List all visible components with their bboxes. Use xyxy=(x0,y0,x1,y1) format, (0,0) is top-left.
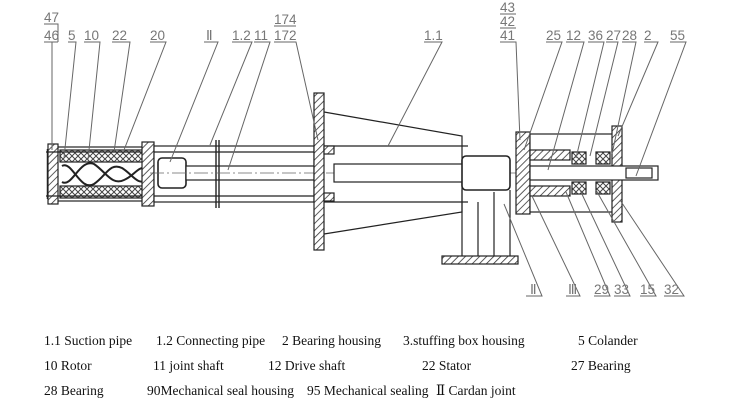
legend-item: 12 Drive shaft xyxy=(268,358,346,373)
callout-41: 41 xyxy=(500,28,515,43)
suction-pipe xyxy=(313,92,519,265)
cardan-joint-right xyxy=(461,155,511,191)
callout-1-1: 1.1 xyxy=(424,28,443,43)
callout-12: 12 xyxy=(566,28,581,43)
callout-172: 172 xyxy=(274,28,297,43)
callout-1-2: 1.2 xyxy=(232,28,251,43)
outlet-elbow xyxy=(461,190,511,258)
legend-item: 10 Rotor xyxy=(44,358,92,373)
legend-item: 1.2 Connecting pipe xyxy=(156,333,266,348)
callout-2: 2 xyxy=(644,28,652,43)
legend-item: Ⅱ Cardan joint xyxy=(436,383,516,398)
callout-27: 27 xyxy=(606,28,621,43)
callout-43: 43 xyxy=(500,0,515,15)
callout-33: 33 xyxy=(614,282,629,297)
callout-22: 22 xyxy=(112,28,127,43)
legend-item: 1.1 Suction pipe xyxy=(44,333,133,348)
bearing-27 xyxy=(571,151,587,165)
rotor-helix xyxy=(61,164,147,187)
legend-item: 11 joint shaft xyxy=(153,358,224,373)
callout-42: 42 xyxy=(500,14,515,29)
legend-item: 2 Bearing housing xyxy=(282,333,381,348)
legend-item: 90Mechanical seal housing xyxy=(147,383,294,398)
inlet-assembly xyxy=(46,141,155,207)
legend-item: 5 Colander xyxy=(578,333,638,348)
callout-28: 28 xyxy=(622,28,637,43)
callout-47: 47 xyxy=(44,10,59,25)
callout-ii-bottom: Ⅱ xyxy=(530,282,537,297)
callout-11: 11 xyxy=(254,28,268,43)
callout-5: 5 xyxy=(68,28,76,43)
callout-iii: Ⅲ xyxy=(568,282,577,297)
callout-25: 25 xyxy=(546,28,561,43)
callout-174: 174 xyxy=(274,12,297,27)
colander xyxy=(47,143,59,205)
mounting-flange xyxy=(313,92,325,251)
callout-10: 10 xyxy=(84,28,99,43)
legend-item: 27 Bearing xyxy=(571,358,631,373)
legend-item: 3.stuffing box housing xyxy=(403,333,525,348)
pump-sectional-drawing: 47 46 5 10 22 20 Ⅱ 1.2 11 174 172 1.1 43… xyxy=(44,0,687,297)
bearing-28 xyxy=(595,151,611,165)
callout-46: 46 xyxy=(44,28,59,43)
callout-55: 55 xyxy=(670,28,685,43)
callout-ii-top: Ⅱ xyxy=(206,28,213,43)
stuffing-box xyxy=(515,131,531,215)
legend-item: 22 Stator xyxy=(422,358,472,373)
callout-20: 20 xyxy=(150,28,165,43)
leader-lines xyxy=(44,13,687,297)
callout-labels: 47 46 5 10 22 20 Ⅱ 1.2 11 174 172 1.1 43… xyxy=(44,0,685,297)
callout-32: 32 xyxy=(664,282,679,297)
legend-item: 28 Bearing xyxy=(44,383,104,398)
callout-29: 29 xyxy=(594,282,609,297)
callout-36: 36 xyxy=(588,28,603,43)
callout-15: 15 xyxy=(640,282,655,297)
legend-item: 95 Mechanical sealing xyxy=(307,383,429,398)
drive-shaft xyxy=(333,163,465,183)
